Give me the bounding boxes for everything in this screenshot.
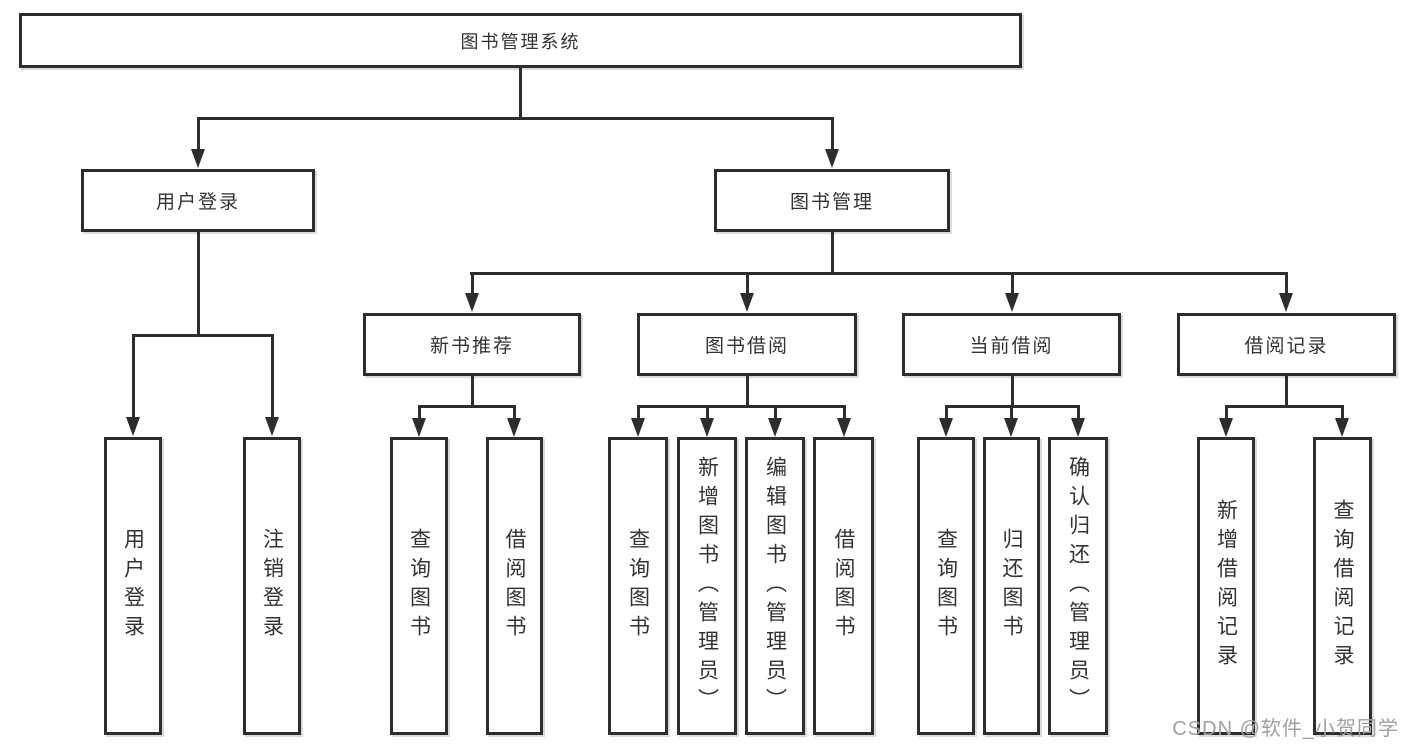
node-leaf-logout: 注销登录 xyxy=(243,437,301,735)
arrow-down-icon xyxy=(740,293,754,312)
node-leaf-user-login: 用户登录 xyxy=(104,437,162,735)
arrow-down-icon xyxy=(191,149,205,168)
arrow-down-icon xyxy=(1219,418,1233,437)
node-label: 当前借阅 xyxy=(969,336,1054,357)
node-label: 图书管理 xyxy=(789,192,874,213)
arrow-down-icon xyxy=(939,418,953,437)
connector-borrow-records-stem xyxy=(1285,376,1288,407)
connector-to-leaf-logout xyxy=(271,334,274,418)
arrow-down-icon xyxy=(1071,418,1085,437)
node-label: 编辑图书（管理员） xyxy=(763,455,787,717)
connector-new-book-recommend-stem xyxy=(471,376,474,407)
connector-to-current-borrow xyxy=(1011,272,1014,294)
connector-root-hbar xyxy=(197,117,834,120)
arrow-down-icon xyxy=(507,418,521,437)
node-records-query-record: 查询借阅记录 xyxy=(1313,437,1372,735)
connector-book-management-hbar xyxy=(470,272,1288,275)
node-label: 用户登录 xyxy=(121,528,145,644)
node-label: 用户登录 xyxy=(155,192,240,213)
connector-to-new-book-recommend xyxy=(471,272,474,294)
node-label: 借阅记录 xyxy=(1244,336,1329,357)
connector-new-book-recommend-hbar xyxy=(418,405,516,408)
connector-user-login-stem xyxy=(197,232,200,336)
node-label: 图书借阅 xyxy=(704,336,789,357)
connector-borrow-records-hbar xyxy=(1225,405,1343,408)
connector-to-user-login xyxy=(197,117,200,150)
node-label: 借阅图书 xyxy=(503,528,526,644)
connector-book-management-stem xyxy=(831,232,834,274)
node-label: 注销登录 xyxy=(260,528,284,644)
connector-root-stem xyxy=(519,68,522,117)
arrow-down-icon xyxy=(768,418,782,437)
node-rec-query-books: 查询图书 xyxy=(390,437,448,735)
node-records-add-record: 新增借阅记录 xyxy=(1197,437,1255,735)
node-borrow-borrow-books: 借阅图书 xyxy=(813,437,874,735)
arrow-down-icon xyxy=(837,418,851,437)
arrow-down-icon xyxy=(700,418,714,437)
node-current-borrow: 当前借阅 xyxy=(902,313,1121,376)
node-label: 查询图书 xyxy=(407,528,431,644)
node-root: 图书管理系统 xyxy=(19,13,1022,68)
connector-leaf-drop xyxy=(1341,405,1344,419)
node-label: 图书管理系统 xyxy=(460,31,581,52)
arrow-down-icon xyxy=(1279,293,1293,312)
arrow-down-icon xyxy=(1335,418,1349,437)
arrow-down-icon xyxy=(1005,293,1019,312)
watermark: CSDN @软件_小贺同学 xyxy=(1172,718,1399,740)
node-label: 新增图书（管理员） xyxy=(695,455,719,717)
node-label: 查询图书 xyxy=(934,528,958,644)
node-label: 新增借阅记录 xyxy=(1214,499,1238,673)
node-new-book-recommend: 新书推荐 xyxy=(363,313,581,376)
node-current-confirm-return-admin: 确认归还（管理员） xyxy=(1048,437,1108,735)
arrow-down-icon xyxy=(265,417,279,436)
connector-leaf-drop xyxy=(637,405,640,419)
node-current-return-books: 归还图书 xyxy=(983,437,1040,735)
connector-book-borrow-hbar xyxy=(637,405,845,408)
node-label: 查询图书 xyxy=(626,528,650,644)
connector-leaf-drop xyxy=(418,405,421,419)
arrow-down-icon xyxy=(825,149,839,168)
node-label: 归还图书 xyxy=(1000,528,1023,644)
connector-current-borrow-stem xyxy=(1011,376,1014,407)
node-label: 借阅图书 xyxy=(832,528,855,644)
node-label: 查询借阅记录 xyxy=(1331,499,1354,673)
connector-leaf-drop xyxy=(513,405,516,419)
arrow-down-icon xyxy=(631,418,645,437)
arrow-down-icon xyxy=(412,418,426,437)
node-borrow-edit-books-admin: 编辑图书（管理员） xyxy=(745,437,805,735)
connector-leaf-drop xyxy=(843,405,846,419)
node-borrow-query-books: 查询图书 xyxy=(608,437,668,735)
connector-leaf-drop xyxy=(706,405,709,419)
connector-to-book-management xyxy=(831,117,834,150)
connector-leaf-drop xyxy=(945,405,948,419)
arrow-down-icon xyxy=(1004,418,1018,437)
node-label: 确认归还（管理员） xyxy=(1066,455,1090,717)
connector-user-login-hbar xyxy=(132,334,273,337)
node-borrow-add-books-admin: 新增图书（管理员） xyxy=(677,437,737,735)
arrow-down-icon xyxy=(126,417,140,436)
node-rec-borrow-books: 借阅图书 xyxy=(486,437,543,735)
connector-leaf-drop xyxy=(774,405,777,419)
connector-leaf-drop xyxy=(1077,405,1080,419)
arrow-down-icon xyxy=(465,293,479,312)
node-user-login: 用户登录 xyxy=(81,169,315,232)
node-current-query-books: 查询图书 xyxy=(917,437,975,735)
connector-to-book-borrow xyxy=(746,272,749,294)
connector-leaf-drop xyxy=(1225,405,1228,419)
node-label: 新书推荐 xyxy=(429,336,514,357)
connector-leaf-drop xyxy=(1010,405,1013,419)
node-book-management: 图书管理 xyxy=(714,169,950,232)
node-borrow-records: 借阅记录 xyxy=(1177,313,1396,376)
connector-to-borrow-records xyxy=(1285,272,1288,294)
connector-to-leaf-user-login xyxy=(132,334,135,418)
connector-book-borrow-stem xyxy=(746,376,749,407)
node-book-borrow: 图书借阅 xyxy=(637,313,857,376)
